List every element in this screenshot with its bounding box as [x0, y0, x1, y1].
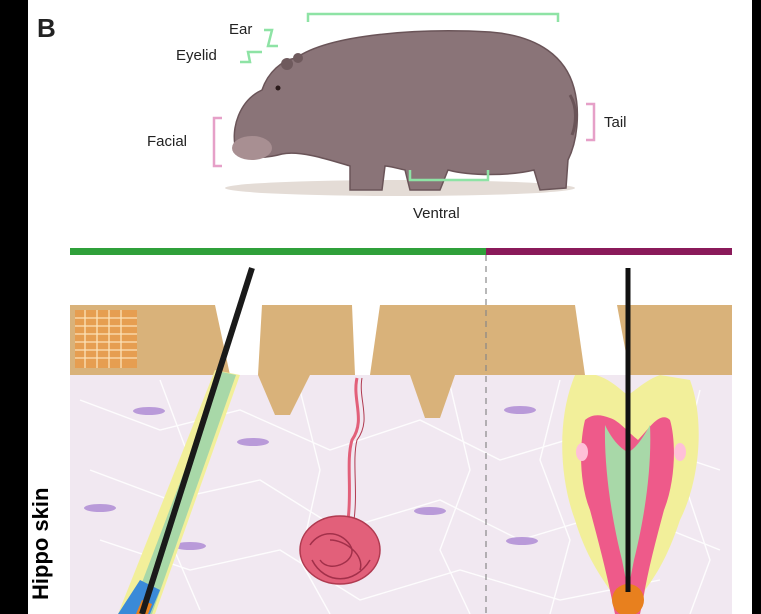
ear-label: Ear — [229, 21, 252, 38]
green-region-bar — [70, 248, 486, 255]
stratum-corneum-pattern — [75, 310, 137, 368]
magenta-region-bar — [486, 248, 732, 255]
tail-label: Tail — [604, 114, 627, 131]
panel-letter: B — [37, 13, 56, 43]
ventral-label: Ventral — [413, 205, 460, 222]
side-label: Hippo skin — [28, 488, 53, 600]
eyelid-label: Eyelid — [176, 47, 217, 64]
facial-label: Facial — [147, 133, 187, 150]
